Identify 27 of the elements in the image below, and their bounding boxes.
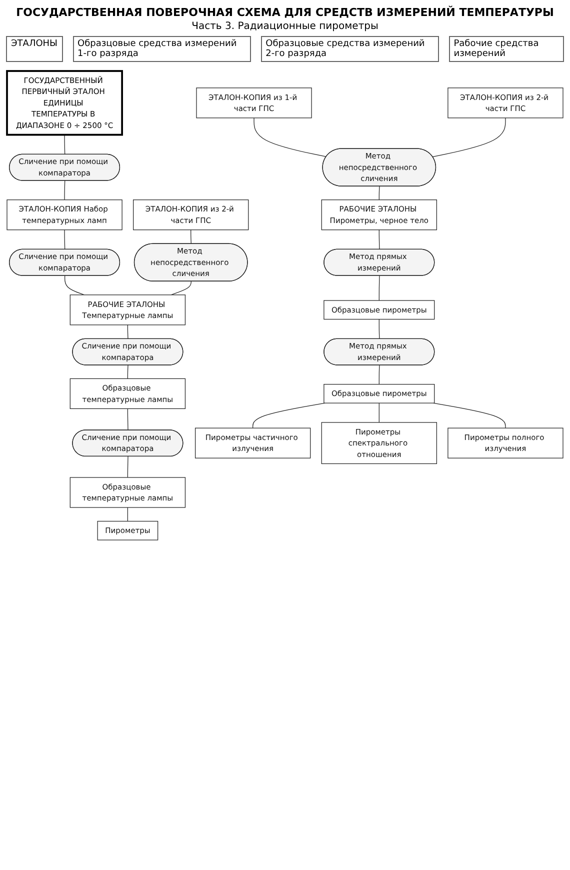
caption: Часть 3. Радиационные пирометры — [190, 21, 380, 32]
connector — [64, 134, 66, 155]
connector — [170, 281, 192, 296]
connector — [64, 275, 85, 296]
connector — [64, 230, 66, 250]
connector — [432, 118, 506, 158]
connector — [378, 364, 380, 385]
connector — [190, 230, 192, 244]
connector — [127, 364, 128, 379]
connector — [378, 230, 380, 250]
row-label: Образцовые средства измерений 2-го разряда — [260, 36, 439, 62]
connector — [254, 118, 327, 158]
connector — [64, 180, 66, 200]
connector — [127, 324, 128, 340]
row-label: Рабочие средства измерений — [448, 36, 564, 62]
connector — [378, 402, 380, 423]
connector — [127, 507, 128, 522]
connector — [252, 402, 326, 428]
connector — [378, 318, 380, 340]
connector — [432, 402, 506, 428]
title: ГОСУДАРСТВЕННАЯ ПОВЕРОЧНАЯ СХЕМА ДЛЯ СРЕДСТВ ИЗМЕРЕНИЙ ТЕМПЕРАТУРЫ — [15, 6, 555, 19]
connector — [127, 456, 128, 478]
connector — [378, 186, 380, 200]
connector — [127, 408, 128, 431]
connector — [378, 275, 380, 301]
row-label: Образцовые средства измерений 1-го разряда — [72, 36, 251, 62]
row-label: ЭТАЛОНЫ — [6, 36, 62, 62]
